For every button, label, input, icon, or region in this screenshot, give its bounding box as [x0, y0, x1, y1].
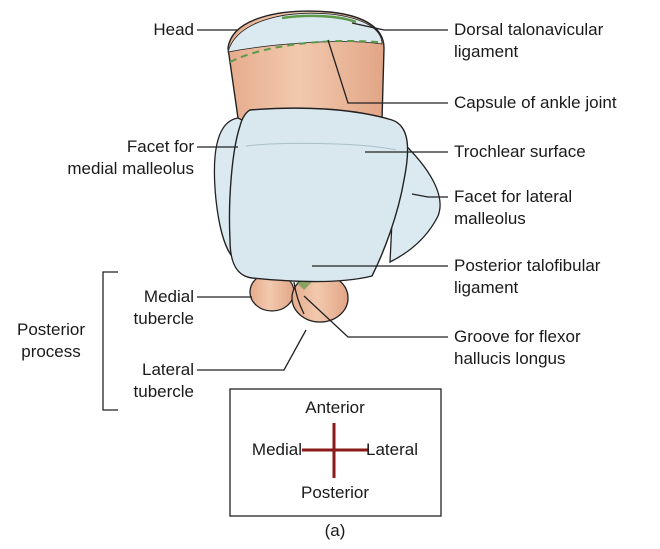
label-posterior-process: Posterior process: [4, 319, 98, 363]
label-head: Head: [110, 19, 194, 41]
label-lateral-tubercle: Lateral tubercle: [110, 359, 194, 403]
compass-label-anterior: Anterior: [280, 397, 390, 419]
compass-label-medial: Medial: [230, 439, 302, 461]
trochlear-surface-shape: [229, 108, 407, 281]
label-dorsal-talonavicular-ligament: Dorsal talonavicular ligament: [454, 19, 603, 63]
label-facet-medial-malleolus: Facet for medial malleolus: [40, 136, 194, 180]
label-medial-tubercle: Medial tubercle: [110, 286, 194, 330]
figure-caption: (a): [300, 520, 370, 542]
label-capsule-of-ankle-joint: Capsule of ankle joint: [454, 92, 617, 114]
label-posterior-talofibular-ligament: Posterior talofibular ligament: [454, 255, 600, 299]
compass-label-posterior: Posterior: [280, 482, 390, 504]
leader-lateral-tubercle: [197, 330, 306, 370]
label-groove-flexor-hallucis-longus: Groove for flexor hallucis longus: [454, 326, 581, 370]
label-trochlear-surface: Trochlear surface: [454, 141, 586, 163]
label-facet-lateral-malleolus: Facet for lateral malleolus: [454, 186, 572, 230]
compass-label-lateral: Lateral: [366, 439, 418, 461]
